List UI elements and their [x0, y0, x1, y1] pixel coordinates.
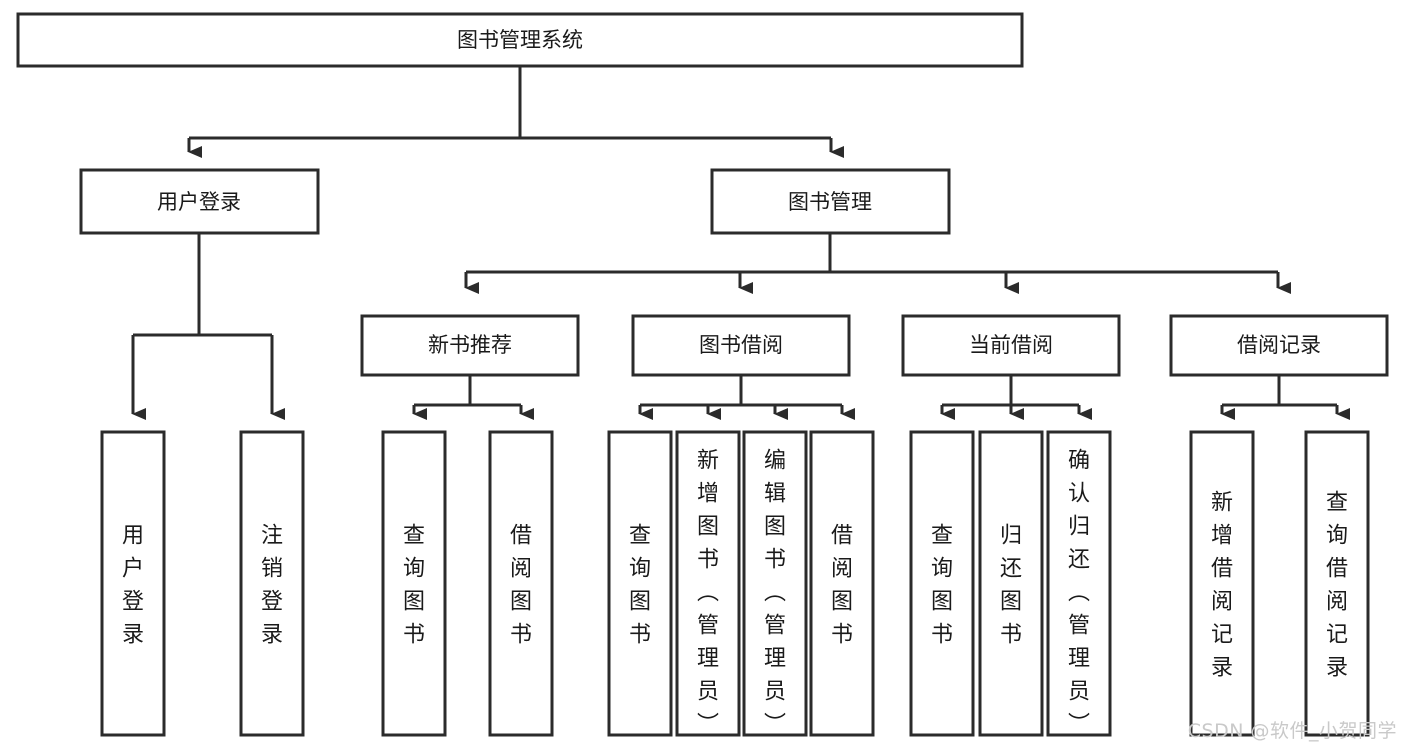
node-book-borrow-label: 图书借阅 [699, 333, 783, 357]
leaf-book-borrow-2-box [675, 430, 741, 737]
connector-book-borrow-to-leaves [638, 375, 855, 420]
node-root[interactable]: 图书管理系统 [16, 12, 1024, 68]
node-user-login-label: 用户登录 [157, 190, 241, 214]
leaf-current-borrow-1-box [909, 430, 975, 737]
leaf-current-borrow-2[interactable]: 归还图书 [978, 430, 1044, 737]
leaf-borrow-record-1-box [1189, 430, 1255, 737]
leaf-borrow-record-2-box [1304, 430, 1370, 737]
node-new-book-recommend-box [360, 314, 580, 377]
leaf-current-borrow-2-label: 归还图书 [1000, 524, 1022, 648]
leaf-borrow-record-2[interactable]: 查询借阅记录 [1304, 430, 1370, 737]
leaf-book-borrow-1-box [607, 430, 673, 737]
leaf-user-login-1-box [100, 430, 166, 737]
connector-current-borrow-to-leaves [940, 375, 1092, 420]
leaf-book-borrow-3[interactable]: 编辑图书︵管理员︶ [742, 430, 808, 738]
node-borrow-record-label: 借阅记录 [1237, 333, 1321, 357]
node-book-management-label: 图书管理 [788, 190, 872, 214]
leaf-book-borrow-1[interactable]: 查询图书 [607, 430, 673, 737]
leaf-new-book-recommend-1[interactable]: 查询图书 [381, 430, 447, 737]
leaf-book-borrow-4[interactable]: 借阅图书 [809, 430, 875, 737]
node-user-login[interactable]: 用户登录 [79, 168, 320, 235]
connector-root-to-level2 [187, 66, 844, 158]
node-current-borrow-box [901, 314, 1121, 377]
leaf-user-login-2[interactable]: 注销登录 [239, 430, 305, 737]
node-root-box [16, 12, 1024, 68]
leaf-current-borrow-1[interactable]: 查询图书 [909, 430, 975, 737]
leaf-book-borrow-4-label: 借阅图书 [831, 524, 853, 648]
leaf-book-borrow-2[interactable]: 新增图书︵管理员︶ [675, 430, 741, 738]
leaf-current-borrow-3-label: 确认归还︵管理员︶ [1068, 449, 1090, 738]
leaf-new-book-recommend-2[interactable]: 借阅图书 [488, 430, 554, 737]
connector-book-management-to-level3 [464, 233, 1291, 294]
node-borrow-record[interactable]: 借阅记录 [1169, 314, 1389, 377]
leaf-book-borrow-4-box [809, 430, 875, 737]
leaf-current-borrow-1-label: 查询图书 [931, 524, 953, 648]
node-user-login-box [79, 168, 320, 235]
leaf-book-borrow-1-label: 查询图书 [629, 524, 651, 648]
leaf-borrow-record-2-label: 查询借阅记录 [1326, 491, 1348, 681]
leaf-borrow-record-1-label: 新增借阅记录 [1211, 491, 1233, 681]
leaf-new-book-recommend-2-box [488, 430, 554, 737]
node-new-book-recommend-label: 新书推荐 [428, 333, 512, 357]
leaf-borrow-record-1[interactable]: 新增借阅记录 [1189, 430, 1255, 737]
leaf-book-borrow-3-box [742, 430, 808, 737]
leaf-user-login-1-label: 用户登录 [122, 524, 144, 648]
leaf-book-borrow-2-label: 新增图书︵管理员︶ [697, 449, 719, 738]
leaf-current-borrow-3[interactable]: 确认归还︵管理员︶ [1046, 430, 1112, 738]
node-book-management[interactable]: 图书管理 [710, 168, 951, 235]
node-book-borrow[interactable]: 图书借阅 [631, 314, 851, 377]
node-current-borrow[interactable]: 当前借阅 [901, 314, 1121, 377]
node-current-borrow-label: 当前借阅 [969, 333, 1053, 357]
connector-new-book-recommend-to-leaves [412, 375, 534, 420]
connector-borrow-record-to-leaves [1220, 375, 1350, 420]
leaf-user-login-1[interactable]: 用户登录 [100, 430, 166, 737]
leaf-current-borrow-2-box [978, 430, 1044, 737]
leaf-user-login-2-label: 注销登录 [261, 524, 283, 648]
leaf-new-book-recommend-1-box [381, 430, 447, 737]
leaf-new-book-recommend-2-label: 借阅图书 [510, 524, 532, 648]
node-new-book-recommend[interactable]: 新书推荐 [360, 314, 580, 377]
leaf-book-borrow-3-label: 编辑图书︵管理员︶ [764, 449, 786, 738]
connector-user-login-to-leaves [131, 233, 285, 420]
leaf-current-borrow-3-box [1046, 430, 1112, 737]
leaf-new-book-recommend-1-label: 查询图书 [403, 524, 425, 648]
csdn-watermark: CSDN @软件_小贺同学 [1187, 720, 1397, 742]
node-root-label: 图书管理系统 [457, 28, 583, 52]
leaf-user-login-2-box [239, 430, 305, 737]
